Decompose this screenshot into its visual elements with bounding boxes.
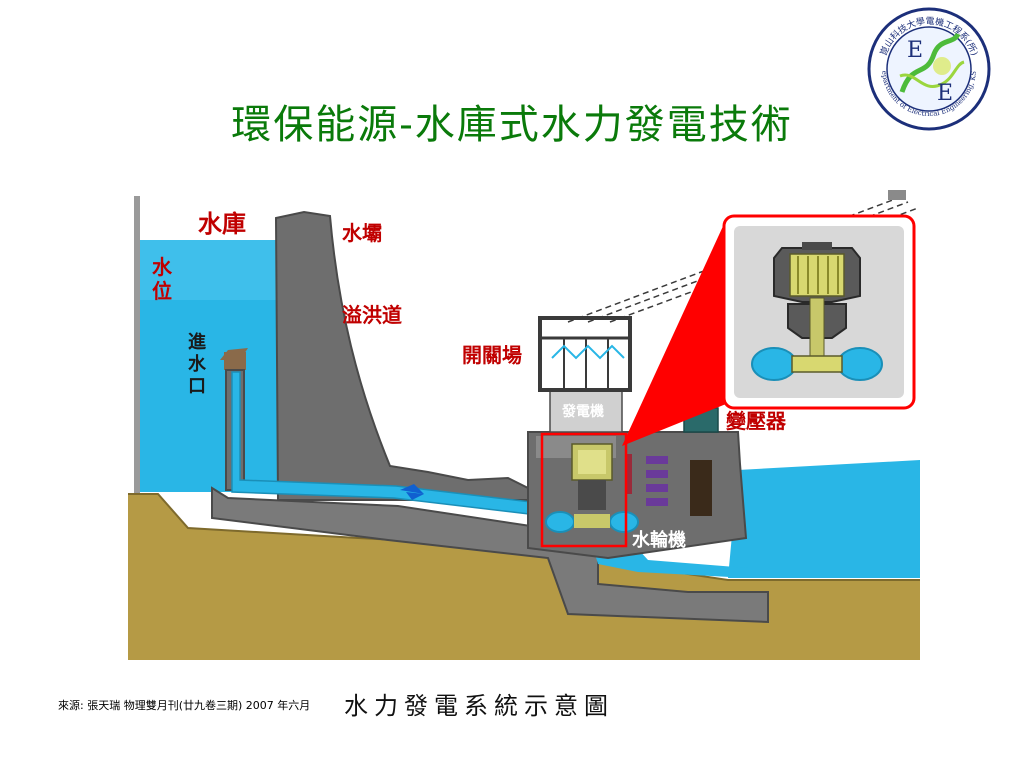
turbine-runner	[574, 514, 610, 528]
intake-gate	[224, 352, 246, 370]
zoomed-turbine	[791, 355, 843, 373]
hydropower-diagram: 水庫 水 位 進 水 口 水壩 溢洪道 開關場 發電機 變壓器 水輪機	[128, 188, 920, 660]
logo-letter-top: E	[907, 38, 923, 63]
label-switchyard: 開關場	[462, 343, 522, 367]
flow-arrow-icon	[400, 484, 424, 500]
logo-letter-bottom: E	[937, 81, 953, 106]
label-transformer: 變壓器	[726, 409, 787, 433]
powerhouse-door	[690, 460, 712, 516]
label-dam: 水壩	[342, 221, 382, 245]
switchyard-frame	[538, 316, 632, 392]
foundation	[211, 486, 769, 624]
slide-title: 環保能源-水庫式水力發電技術	[231, 102, 793, 148]
label-water-level: 水 位	[152, 255, 179, 303]
zoom-wedge	[622, 224, 726, 446]
source-citation: 來源: 張天瑞 物理雙月刊(廿九卷三期) 2007 年六月	[58, 699, 311, 712]
diagram-caption: 水力發電系統示意圖	[344, 692, 614, 720]
control-panel	[646, 498, 668, 506]
zoomed-shaft	[809, 297, 825, 363]
control-panel	[646, 484, 668, 492]
label-intake: 進 水 口	[188, 331, 212, 397]
generator-building	[549, 389, 623, 433]
reservoir-wall	[134, 196, 140, 496]
turbine-shaft	[578, 480, 606, 510]
label-reservoir: 水庫	[198, 210, 246, 238]
highlight-box	[540, 432, 628, 548]
logo-emblem-icon: 崑山科技大學電機工程系(所) Department of Electrical …	[861, 0, 991, 131]
control-panel	[646, 470, 668, 478]
label-generator: 發電機	[561, 403, 604, 420]
control-panel	[646, 456, 668, 464]
dam-body	[274, 210, 529, 501]
department-logo: 崑山科技大學電機工程系(所) Department of Electrical …	[861, 0, 994, 134]
power-pylon	[888, 190, 906, 200]
label-spillway: 溢洪道	[342, 303, 402, 327]
label-turbine: 水輪機	[632, 529, 686, 551]
river-water	[728, 460, 920, 578]
